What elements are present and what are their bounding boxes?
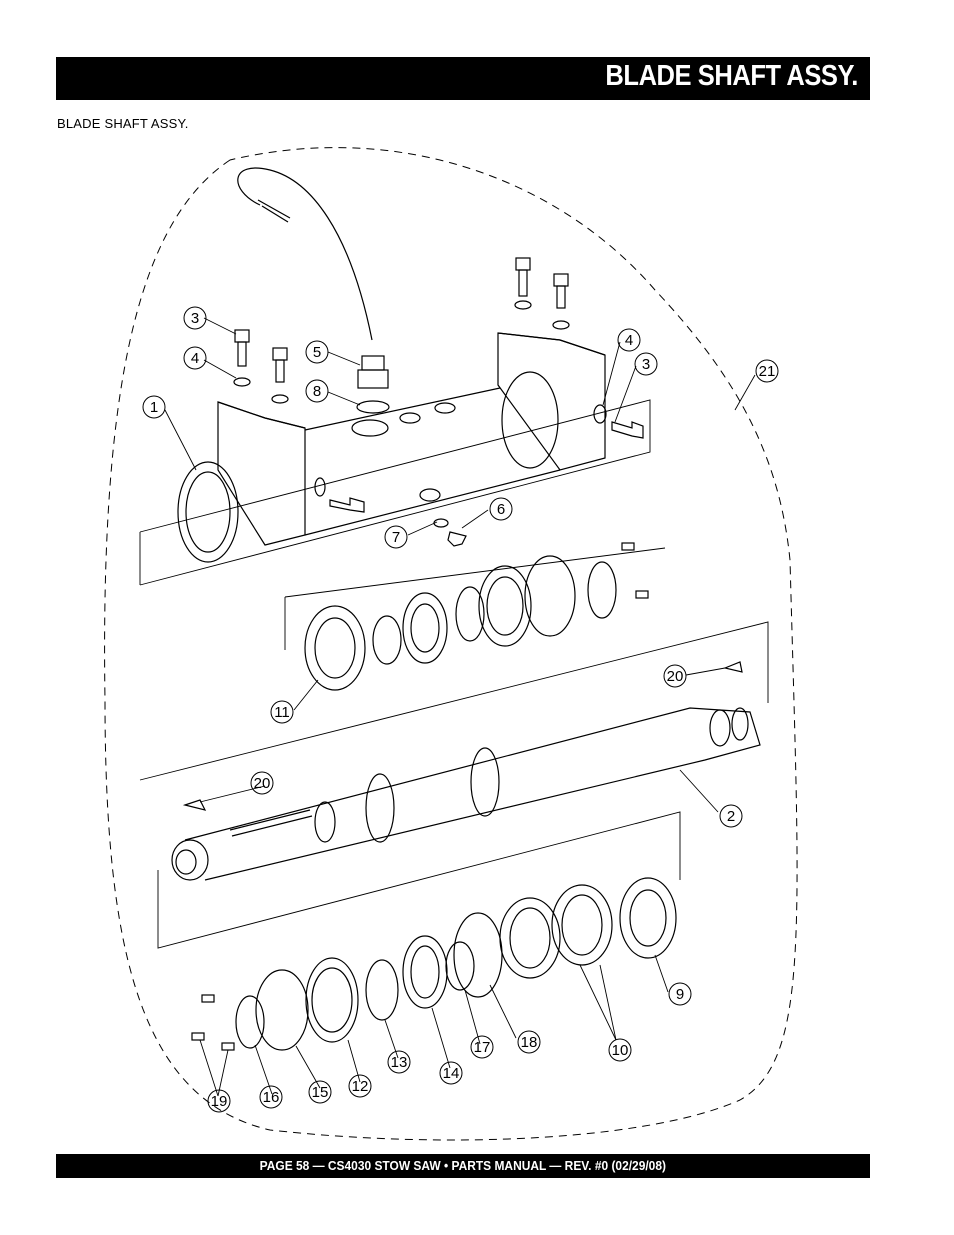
callout-labels: 1 3 4 5 8 4 3 21 6 7 11 20 20 2 9 10 18 … xyxy=(150,310,776,1110)
callout-17: 17 xyxy=(474,1039,491,1056)
callout-7: 7 xyxy=(392,529,400,546)
callout-21: 21 xyxy=(759,363,776,380)
callout-12: 12 xyxy=(352,1078,369,1095)
callout-16: 16 xyxy=(263,1089,280,1106)
footer-text: PAGE 58 — CS4030 STOW SAW • PARTS MANUAL… xyxy=(259,1158,667,1173)
housing xyxy=(177,332,606,563)
callout-19: 19 xyxy=(211,1093,228,1110)
callout-2: 2 xyxy=(727,808,735,825)
callout-14: 14 xyxy=(443,1065,460,1082)
housing-plane xyxy=(139,399,651,586)
section-subtitle: BLADE SHAFT ASSY. xyxy=(57,116,189,131)
title-bar: BLADE SHAFT ASSY. xyxy=(56,57,870,100)
leader-lines xyxy=(164,317,756,1097)
callout-11: 11 xyxy=(274,704,290,721)
sensor-wire xyxy=(237,167,373,341)
callout-4-left: 4 xyxy=(191,350,199,367)
bearing-plane-lower xyxy=(157,811,681,949)
assembly-boundary xyxy=(104,147,798,1141)
page-title: BLADE SHAFT ASSY. xyxy=(605,60,859,92)
callout-18: 18 xyxy=(521,1034,538,1051)
callout-20-left: 20 xyxy=(254,775,271,792)
callout-4-right: 4 xyxy=(625,332,633,349)
footer-bar: PAGE 58 — CS4030 STOW SAW • PARTS MANUAL… xyxy=(56,1154,870,1178)
callout-3-left: 3 xyxy=(191,310,199,327)
bolts xyxy=(233,257,644,547)
lower-bearings xyxy=(191,877,677,1051)
callout-3-right: 3 xyxy=(642,356,650,373)
callout-5: 5 xyxy=(313,344,321,361)
callout-1: 1 xyxy=(150,399,158,416)
callout-15: 15 xyxy=(312,1084,329,1101)
callout-10: 10 xyxy=(612,1042,629,1059)
callout-circles xyxy=(142,306,779,1113)
callout-6: 6 xyxy=(497,501,505,518)
upper-bearings xyxy=(304,542,649,691)
blade-shaft xyxy=(171,661,761,881)
bearing-plane-upper xyxy=(139,547,769,781)
callout-13: 13 xyxy=(391,1054,408,1071)
callout-20-right: 20 xyxy=(667,668,684,685)
callout-8: 8 xyxy=(313,383,321,400)
callout-9: 9 xyxy=(676,986,684,1003)
